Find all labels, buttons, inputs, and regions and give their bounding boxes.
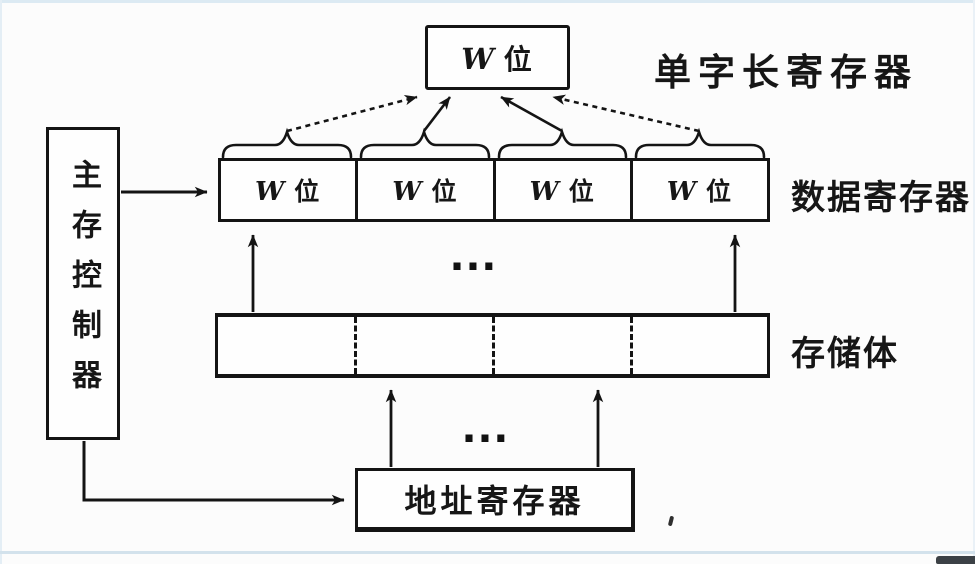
data-register-cell-3: W 位 [492, 158, 633, 222]
data-register-caption: 数据寄存器 [791, 179, 971, 217]
data-register-row: W 位 W 位 W 位 W 位 [218, 158, 770, 222]
memory-bank-box [215, 313, 770, 378]
bank-divider [492, 317, 495, 374]
w-symbol: W [461, 41, 496, 76]
scan-edge-right [973, 0, 975, 564]
single-word-register-caption: 单字长寄存器 [654, 52, 918, 93]
arrow-controller-to-address-register [82, 441, 345, 506]
ellipsis-lower: … [460, 397, 516, 453]
w-symbol: W [529, 177, 561, 207]
memory-bank-caption: 存储体 [791, 335, 899, 373]
arrow-register3-to-single [500, 95, 563, 133]
data-register-value: W 位 [667, 172, 733, 208]
address-register-label: 地址寄存器 [404, 483, 585, 519]
data-register-value: W 位 [392, 172, 458, 208]
scan-edge-top [0, 0, 975, 3]
brace-register-4 [634, 127, 766, 159]
w-symbol: W [255, 177, 287, 207]
bit-unit: 位 [431, 178, 459, 206]
scan-edge-left [0, 0, 2, 564]
single-word-register-value: W 位 [461, 38, 534, 78]
arrow-register2-to-single [422, 96, 452, 132]
data-register-value: W 位 [530, 172, 596, 208]
brace-register-1 [221, 127, 353, 159]
bank-divider [630, 317, 633, 374]
single-word-register-box: W 位 [425, 25, 570, 90]
ink-speck [667, 515, 675, 527]
scan-corner-mark [936, 556, 975, 564]
address-register-box: 地址寄存器 [355, 468, 635, 532]
arrow-register1-to-single [286, 95, 418, 133]
data-register-cell-1: W 位 [218, 158, 359, 222]
w-symbol: W [666, 177, 698, 207]
ellipsis-upper: … [448, 225, 504, 281]
data-register-value: W 位 [255, 172, 321, 208]
main-memory-controller-label: 主存控制器 [67, 158, 100, 409]
scan-edge-bottom [0, 551, 975, 554]
brace-register-2 [359, 127, 491, 159]
arrow-register4-to-single [552, 94, 700, 133]
brace-register-3 [497, 127, 628, 159]
w-symbol: W [392, 177, 424, 207]
bit-unit: 位 [705, 178, 733, 206]
data-register-cell-4: W 位 [629, 158, 770, 222]
bit-unit: 位 [568, 178, 596, 206]
bit-unit: 位 [503, 43, 534, 75]
main-memory-controller-box: 主存控制器 [46, 127, 120, 440]
bit-unit: 位 [294, 178, 322, 206]
bank-divider [354, 317, 357, 374]
data-register-cell-2: W 位 [355, 158, 496, 222]
